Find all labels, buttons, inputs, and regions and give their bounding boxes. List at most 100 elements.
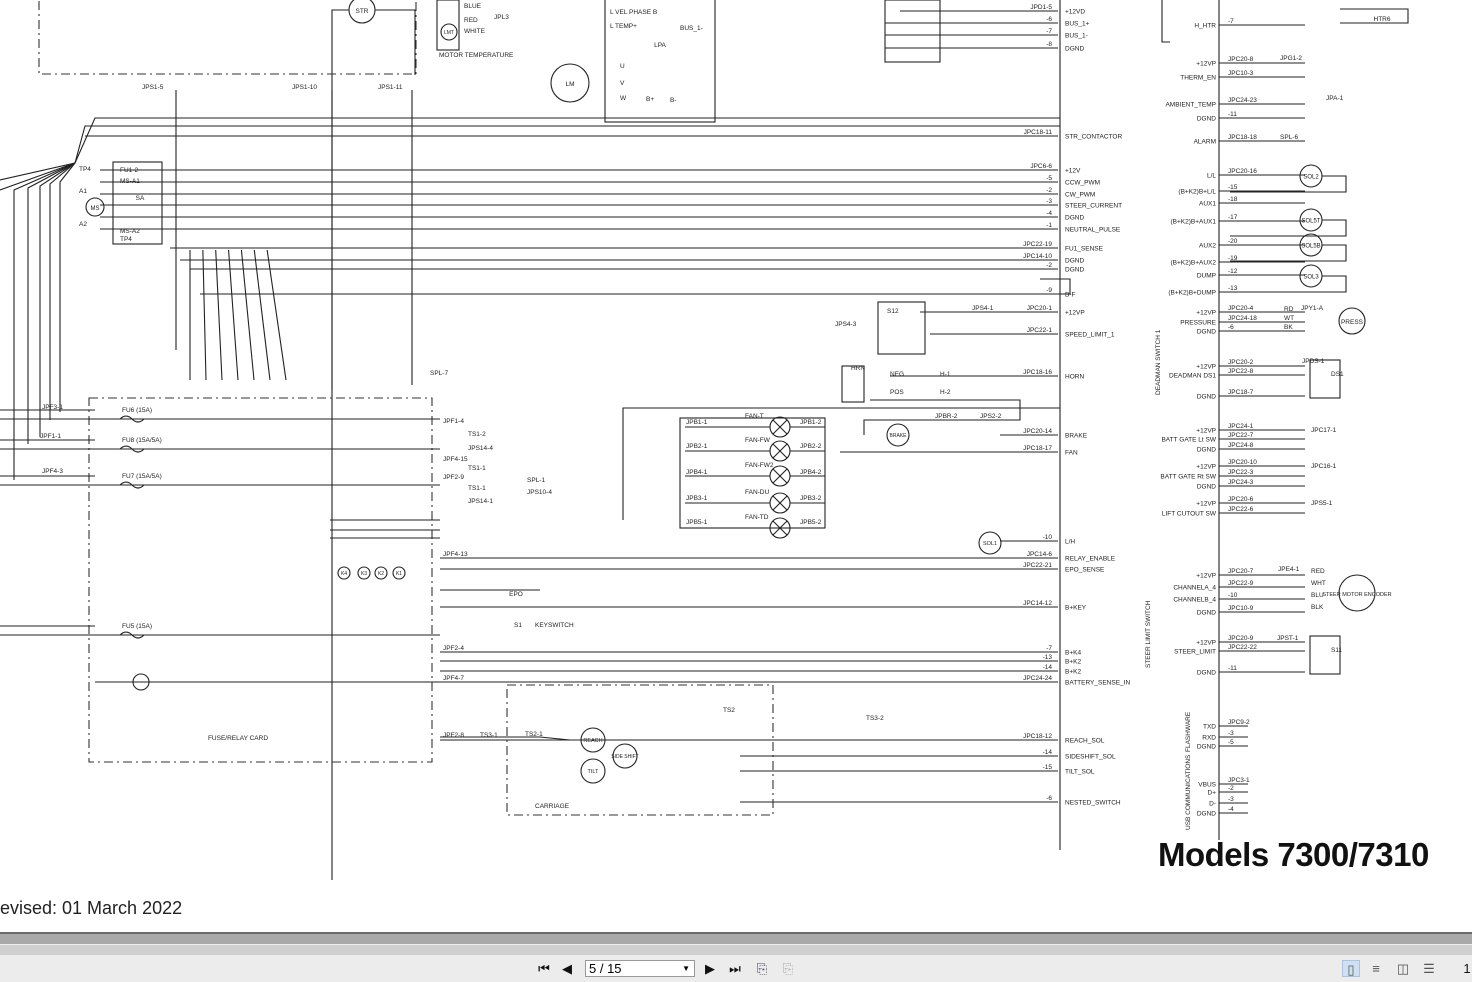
two-page-view-icon[interactable]: ◫ xyxy=(1396,961,1410,976)
next-page-icon[interactable]: ▶ xyxy=(705,960,715,976)
chevron-down-icon[interactable]: ▼ xyxy=(682,964,690,973)
lpa-controller xyxy=(604,0,716,123)
connector-label: JPC22-7 xyxy=(1228,432,1254,439)
right-signal-label: CHANNELA_4 xyxy=(1173,585,1216,592)
bus-signal-label: BATTERY_SENSE_IN xyxy=(1065,680,1130,687)
misc-label: A1 xyxy=(79,188,87,195)
previous-page-icon[interactable]: ◀ xyxy=(562,960,572,976)
tp4-wire xyxy=(39,162,76,437)
encoder-label: STEER MOTOR ENCODER xyxy=(1322,592,1391,598)
bus-signal-label: B+K4 xyxy=(1065,650,1081,657)
zoom-value: 1 xyxy=(1463,961,1471,976)
lmt-sensor xyxy=(440,23,458,41)
str-wire xyxy=(375,9,416,75)
page-number-value: 5 / 15 xyxy=(589,961,622,976)
misc-label: JPS1-10 xyxy=(292,84,317,91)
right-signal-label: H_HTR xyxy=(1194,23,1216,30)
tp4-wire xyxy=(0,125,1060,191)
right-signal-label: D- xyxy=(1209,801,1216,808)
misc-label: JPG1-2 xyxy=(1280,55,1302,62)
sideshift-solenoid xyxy=(612,743,638,769)
connector-label: -17 xyxy=(1228,214,1238,221)
misc-label: JPE4-1 xyxy=(1278,566,1300,573)
fan-label: FAN-FW2 xyxy=(745,462,774,469)
bus-signal-label: NESTED_SWITCH xyxy=(1065,800,1121,807)
right-signal-label: AUX2 xyxy=(1199,243,1216,250)
connector-label: -7 xyxy=(1046,28,1052,35)
misc-label: JPS4-3 xyxy=(835,321,857,328)
connector-label: -7 xyxy=(1228,18,1234,25)
connector-label: -1 xyxy=(1046,222,1052,229)
misc-label: H-2 xyxy=(940,389,951,396)
bus-signal-label: B+KEY xyxy=(1065,605,1087,612)
fuse-relay-card xyxy=(88,397,433,763)
continuous-view-icon[interactable]: ≡ xyxy=(1372,961,1380,976)
wire xyxy=(622,407,1060,520)
right-signal-label: DGND xyxy=(1197,116,1216,123)
misc-label: JPS14-1 xyxy=(468,498,493,505)
connector-label: -6 xyxy=(1228,324,1234,331)
bus-signal-label: CW_PWM xyxy=(1065,192,1095,199)
connector-label: JPC24-24 xyxy=(1023,675,1052,682)
tilt-solenoid xyxy=(580,758,606,784)
misc-label: TS2-1 xyxy=(525,731,543,738)
single-page-view-icon[interactable]: ▯ xyxy=(1342,960,1360,977)
connector-label: -11 xyxy=(1228,665,1237,672)
lm-label: LM xyxy=(565,81,574,88)
revised-date: evised: 01 March 2022 xyxy=(0,898,183,918)
connector-label: -5 xyxy=(1228,739,1234,746)
connector-label: JPC6-6 xyxy=(1030,163,1052,170)
fan-icon xyxy=(772,468,788,484)
bus-signal-label: FAN xyxy=(1065,450,1078,457)
copy-page-icon[interactable]: ⎘ xyxy=(782,960,794,976)
misc-label: JPS5-1 xyxy=(1311,500,1333,507)
sol3-label: SOL3 xyxy=(1303,275,1319,281)
htr-bracket xyxy=(1161,0,1170,43)
solenoid-return xyxy=(1230,244,1347,262)
lpa-label: LPA xyxy=(654,42,666,49)
misc-label: TS2 xyxy=(723,707,735,714)
connector-label: JPC20-8 xyxy=(1228,56,1254,63)
first-page-icon[interactable]: ⏮ xyxy=(538,960,550,976)
misc-label: SPL-7 xyxy=(430,370,448,377)
fan-icon xyxy=(772,520,788,536)
misc-label: TP4 xyxy=(120,236,132,243)
sa-label: SA xyxy=(136,195,145,202)
two-page-continuous-view-icon[interactable]: ☰ xyxy=(1423,961,1435,976)
wire xyxy=(215,249,223,381)
upper-dashed-box xyxy=(38,0,417,75)
misc-label: JPF2-8 xyxy=(443,732,464,739)
horizontal-scrollbar[interactable] xyxy=(0,932,1472,944)
misc-label: TS1-1 xyxy=(468,485,486,492)
misc-label: JPST-1 xyxy=(1277,635,1299,642)
fu7-fuse xyxy=(119,481,145,489)
bf-jumper xyxy=(1040,278,1071,295)
misc-label: B+ xyxy=(646,96,654,103)
last-page-icon[interactable]: ⏭ xyxy=(729,960,741,976)
sideshift-label: SIDE SHIFT xyxy=(611,754,639,760)
misc-label: JPDS-1 xyxy=(1302,358,1325,365)
rotate-page-icon[interactable]: ⎘ xyxy=(756,960,768,976)
carriage-label: CARRIAGE xyxy=(535,803,570,810)
right-signal-label: DGND xyxy=(1197,670,1216,677)
s1-label: S1 xyxy=(514,622,522,629)
sol5t-label: SOL5T xyxy=(1301,219,1320,225)
fu7-label: FU7 (15A/5A) xyxy=(122,473,162,480)
connector-label: JPC20-14 xyxy=(1023,428,1052,435)
misc-label: L TEMP+ xyxy=(610,23,637,30)
misc-label: WT xyxy=(1284,315,1294,322)
connector-label: JPC9-2 xyxy=(1228,719,1250,726)
bus-signal-label: DGND xyxy=(1065,46,1084,53)
misc-label: BUS_1- xyxy=(680,25,703,32)
misc-label: MS-A1 xyxy=(120,178,140,185)
connector-label: JPC24-1 xyxy=(1228,423,1254,430)
misc-label: JPC17-1 xyxy=(1311,427,1337,434)
page-number-select[interactable]: 5 / 15 ▼ xyxy=(585,960,695,977)
steer-motor-encoder xyxy=(1338,574,1376,612)
right-signal-label: RXD xyxy=(1202,735,1216,742)
right-signal-label: +12VP xyxy=(1196,573,1216,580)
wire xyxy=(266,249,287,381)
k3-label: K3 xyxy=(361,571,367,577)
connector-label: JPC18-17 xyxy=(1023,445,1052,452)
connector-label: JPD1-5 xyxy=(1030,4,1052,11)
